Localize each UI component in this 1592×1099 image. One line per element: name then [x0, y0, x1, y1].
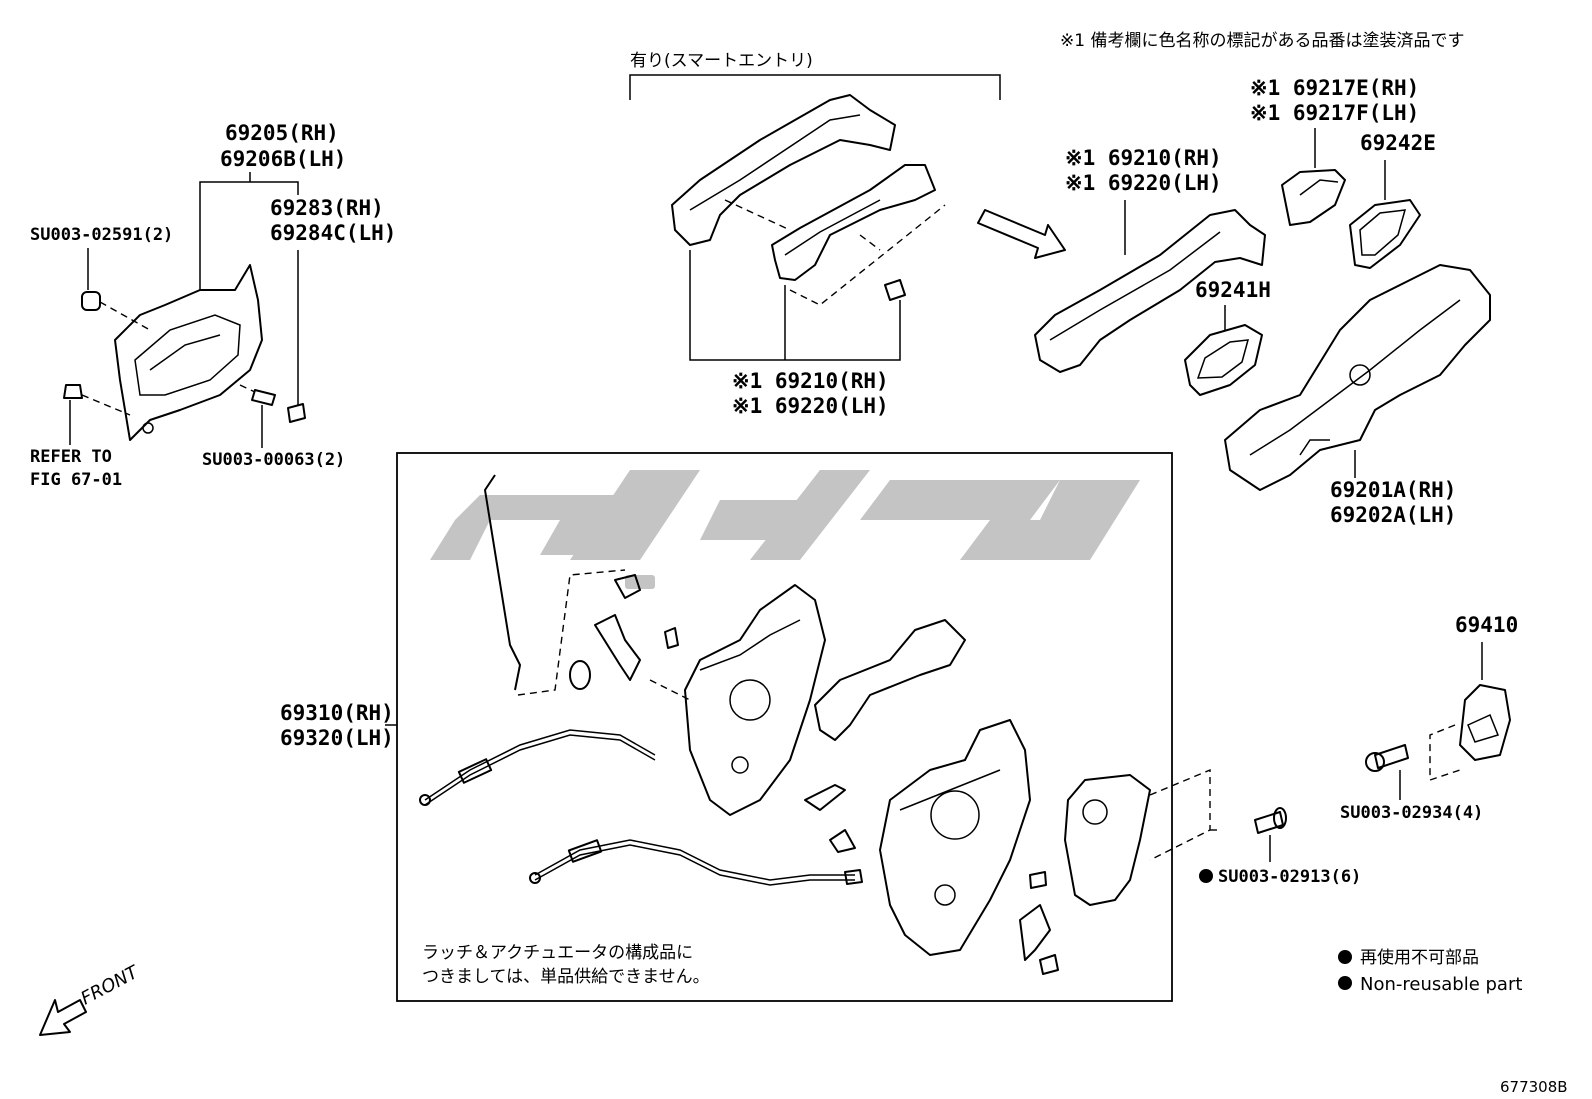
direction-arrow	[977, 209, 1066, 259]
part-label-su003-00063: SU003-00063(2)	[202, 450, 345, 470]
screw-latch	[1039, 954, 1059, 975]
inside-handle-part	[114, 264, 263, 441]
part-label-right-69210: ※1 69210(RH)	[1065, 146, 1222, 170]
front-indicator: FRONT	[39, 961, 143, 1036]
screw-small	[251, 389, 276, 406]
latch-body-lower	[879, 719, 1031, 956]
latch-screw-part	[1254, 811, 1284, 834]
cable-upper	[424, 729, 656, 801]
striker-group: 69410 SU003-02934(4)	[1340, 613, 1518, 823]
key-cylinder-cap	[1281, 169, 1346, 226]
latch-actuator-group: ラッチ＆アクチュエータの構成品に つきましては、単品供給できません。	[419, 474, 1220, 987]
part-label-69320: 69320(LH)	[280, 726, 394, 750]
legend-bullet-en	[1338, 976, 1352, 990]
part-label-69283: 69283(RH)	[270, 196, 384, 220]
outside-handle-right-group: ※1 69210(RH) ※1 69220(LH) 69241H	[1034, 146, 1271, 396]
part-label-69410: 69410	[1455, 613, 1518, 637]
part-label-su003-02934: SU003-02934(4)	[1340, 803, 1483, 823]
lock-rod	[484, 474, 521, 691]
handle-frame-69201a	[1224, 264, 1491, 491]
handle-frame-right-group: 69201A(RH) 69202A(LH)	[1224, 264, 1491, 527]
bracket-a	[804, 784, 846, 811]
bracket-c	[1019, 904, 1051, 961]
legend-en: Non-reusable part	[1360, 974, 1522, 995]
part-label-69201a: 69201A(RH)	[1330, 478, 1456, 502]
cap-part	[287, 403, 306, 423]
bracket-b	[829, 829, 856, 853]
paint-note: ※1 備考欄に色名称の標記がある品番は塗装済品です	[1060, 30, 1464, 51]
front-arrow-icon	[39, 999, 87, 1036]
part-label-69241h: 69241H	[1195, 278, 1271, 302]
actuator-part	[1064, 774, 1151, 906]
screw-center	[884, 279, 906, 301]
front-label: FRONT	[77, 961, 143, 1009]
lever-top	[614, 574, 641, 599]
part-label-su003-02913: SU003-02913(6)	[1218, 867, 1361, 887]
cap-gasket-group: ※1 69217E(RH) ※1 69217F(LH) 69242E	[1250, 76, 1436, 269]
lever-bracket	[594, 614, 641, 681]
latch-note-line2: つきましては、単品供給できません。	[422, 967, 710, 987]
latch-body-upper	[684, 584, 826, 816]
grommet-part	[81, 291, 101, 311]
part-label-69284c: 69284C(LH)	[270, 221, 396, 245]
part-label-69217f: ※1 69217F(LH)	[1250, 101, 1419, 125]
gasket-69242e	[1349, 199, 1421, 269]
part-label-69217e: ※1 69217E(RH)	[1250, 76, 1419, 100]
refer-line2: FIG 67-01	[30, 470, 122, 490]
latch-screw-group: SU003-02913(6)	[1199, 807, 1361, 887]
smart-entry-group: 有り(スマートエントリ) ※1 69210(RH) ※1 69220(LH)	[629, 51, 1001, 418]
latch-note-line1: ラッチ＆アクチュエータの構成品に	[422, 943, 693, 963]
non-reusable-marker	[1199, 869, 1213, 883]
latch-cover	[814, 619, 966, 741]
handle-frame-part	[771, 164, 936, 281]
part-label-69202a: 69202A(LH)	[1330, 503, 1456, 527]
outside-handle-right-part	[1034, 209, 1266, 373]
latch-actuator-box	[396, 452, 1173, 1002]
legend-bullet-jp	[1338, 950, 1352, 964]
watermark-logo	[430, 470, 1140, 589]
bushing	[569, 660, 591, 690]
inside-handle-group: 69205(RH) 69206B(LH) 69283(RH) 69284C(LH…	[30, 121, 396, 490]
part-label-center-69210: ※1 69210(RH)	[732, 369, 889, 393]
pin	[664, 627, 679, 649]
part-label-center-69220: ※1 69220(LH)	[732, 394, 889, 418]
part-label-right-69220: ※1 69220(LH)	[1065, 171, 1222, 195]
part-label-69206b: 69206B(LH)	[220, 147, 346, 171]
striker-part	[1459, 684, 1511, 761]
gasket-69241h	[1184, 324, 1263, 396]
figure-code: 677308B	[1500, 1078, 1568, 1096]
part-label-69242e: 69242E	[1360, 131, 1436, 155]
part-label-69310: 69310(RH)	[280, 701, 394, 725]
smart-entry-label: 有り(スマートエントリ)	[630, 51, 813, 71]
cable-end-upper	[457, 758, 493, 784]
legend: 再使用不可部品 Non-reusable part	[1338, 947, 1522, 995]
part-label-69205: 69205(RH)	[225, 121, 339, 145]
cable-lower	[534, 839, 855, 881]
cable-end-lower	[567, 839, 603, 863]
clip	[1029, 871, 1047, 889]
part-label-su003-02591: SU003-02591(2)	[30, 225, 173, 245]
outside-handle-part	[671, 94, 896, 246]
legend-jp: 再使用不可部品	[1360, 947, 1479, 968]
screw-left	[63, 384, 83, 399]
striker-screw	[1374, 744, 1409, 769]
refer-line1: REFER TO	[30, 447, 112, 467]
